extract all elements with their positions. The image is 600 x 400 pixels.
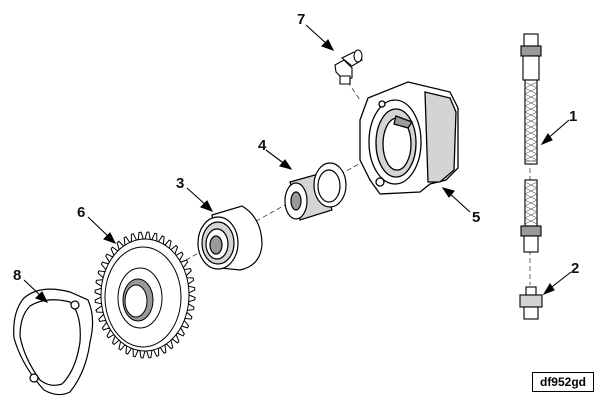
figure-reference-code: df952gd (532, 372, 594, 392)
callout-5: 5 (472, 209, 480, 226)
elbow-fitting-part (334, 49, 363, 85)
callout-3: 3 (176, 175, 184, 192)
callout-6: 6 (77, 204, 85, 221)
callout-1: 1 (569, 108, 577, 125)
callout-4: 4 (258, 137, 267, 154)
hose-braid-pattern (524, 81, 538, 225)
flexible-hose-part (520, 33, 542, 253)
hose-fitting-part (519, 286, 543, 320)
callout-2: 2 (571, 260, 579, 277)
gear-housing-part (359, 81, 459, 195)
callout-7: 7 (297, 11, 305, 28)
callout-8: 8 (13, 267, 21, 284)
bearing-part (197, 205, 263, 271)
leader-lines (23, 24, 572, 303)
gasket-part (13, 288, 94, 396)
idler-gear-part (94, 231, 196, 359)
bushing-part (284, 162, 347, 221)
